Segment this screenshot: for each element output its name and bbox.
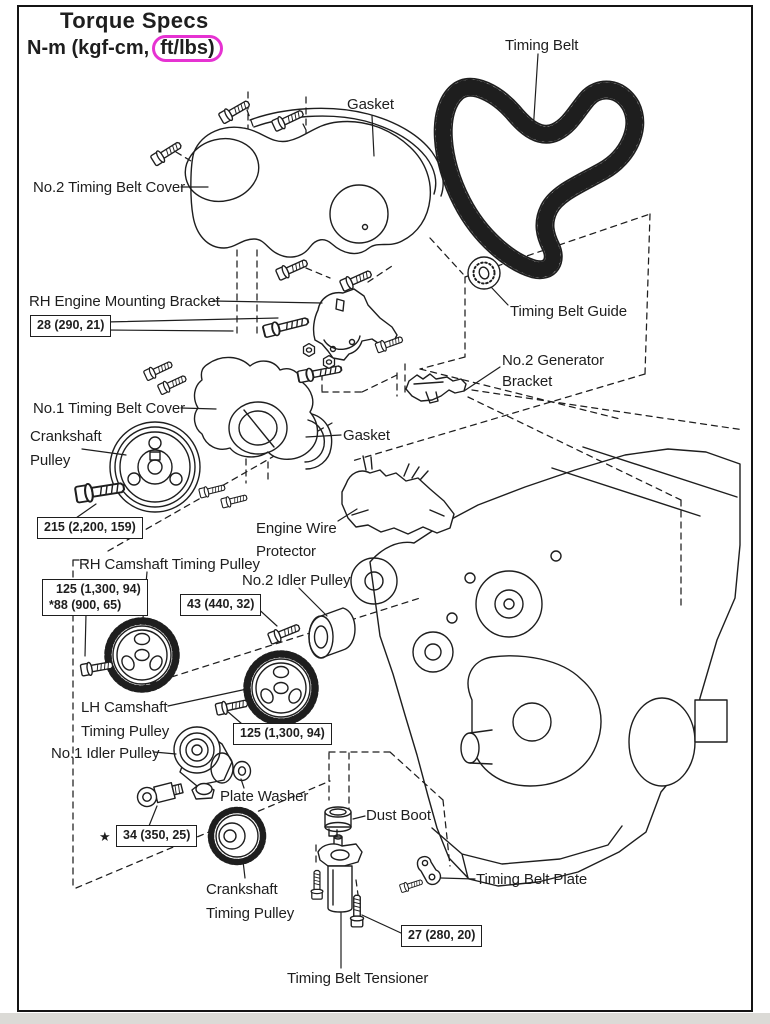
timing-belt xyxy=(433,77,645,280)
label-rh-camshaft-timing-pulley: RH Camshaft Timing Pulley xyxy=(79,556,260,573)
units-prefix: N-m (kgf-cm, xyxy=(27,37,150,59)
no2-generator-bracket xyxy=(405,373,467,404)
label-timing-belt: Timing Belt xyxy=(505,37,579,54)
label-engine-wire-protector: Engine Wire Protector xyxy=(256,520,337,560)
label-timing-belt-guide: Timing Belt Guide xyxy=(510,303,627,320)
torque-box-crankshaft-pulley: 215 (2,200, 159) xyxy=(37,517,143,539)
idler-shoulder-bolt xyxy=(136,782,184,808)
label-no2-timing-belt-cover: No.2 Timing Belt Cover xyxy=(33,179,186,196)
label-no2-idler-pulley: No.2 Idler Pulley xyxy=(242,572,351,589)
label-no2-generator-bracket: No.2 Generator Bracket xyxy=(502,352,604,390)
label-crankshaft-timing-pulley: Crankshaft Timing Pulley xyxy=(206,881,295,922)
label-no1-timing-belt-cover: No.1 Timing Belt Cover xyxy=(33,400,186,417)
no1-idler-pulley xyxy=(173,726,234,800)
dust-boot xyxy=(324,806,352,837)
gasket-lower xyxy=(304,413,333,470)
scan-edge xyxy=(0,1013,770,1024)
crankshaft-timing-pulley xyxy=(207,806,267,866)
label-timing-belt-tensioner: Timing Belt Tensioner xyxy=(287,970,429,987)
torque-box-lh-camshaft: 125 (1,300, 94) xyxy=(233,723,332,745)
label-crankshaft-pulley: Crankshaft Pulley xyxy=(30,428,102,469)
engine-block xyxy=(350,446,741,887)
label-no1-idler-pulley: No.1 Idler Pulley xyxy=(51,745,160,762)
label-rh-engine-mounting-bracket: RH Engine Mounting Bracket xyxy=(29,293,220,310)
label-lh-camshaft-timing-pulley: LH Camshaft Timing Pulley xyxy=(81,699,170,740)
torque-box-tensioner: 27 (280, 20) xyxy=(401,925,483,947)
units-line: N-m (kgf-cm,ft/lbs) xyxy=(27,35,223,62)
crankshaft-pulley xyxy=(109,421,201,513)
timing-belt-tensioner xyxy=(317,834,363,913)
torque-box-mounting-bracket: 28 (290, 21) xyxy=(30,315,112,337)
torque-box-camshaft-pulley: 125 (1,300, 94) *88 (900, 65) xyxy=(42,579,148,617)
no2-idler-pulley xyxy=(308,607,356,659)
star-marker: ★ xyxy=(99,829,111,844)
timing-belt-plate xyxy=(416,855,442,886)
units-highlight-oval: ft/lbs) xyxy=(152,35,223,62)
no2-timing-belt-cover xyxy=(184,120,432,258)
timing-belt-guide xyxy=(467,256,501,290)
engine-wire-protector xyxy=(341,455,455,535)
label-timing-belt-plate: Timing Belt Plate xyxy=(476,871,588,888)
page-border xyxy=(17,5,753,1012)
page-title: Torque Specs xyxy=(60,8,209,33)
label-gasket-upper: Gasket xyxy=(347,96,394,113)
lh-camshaft-timing-pulley xyxy=(243,650,319,726)
rh-camshaft-timing-pulley xyxy=(104,617,180,693)
label-plate-washer: Plate Washer xyxy=(220,788,309,805)
torque-box-no2-idler: 43 (440, 32) xyxy=(180,594,262,616)
torque-box-no1-idler: 34 (350, 25) xyxy=(116,825,198,847)
no1-timing-belt-cover xyxy=(193,356,319,460)
label-gasket-lower: Gasket xyxy=(343,427,390,444)
rh-engine-mounting-bracket xyxy=(312,288,398,361)
label-dust-boot: Dust Boot xyxy=(366,807,431,824)
